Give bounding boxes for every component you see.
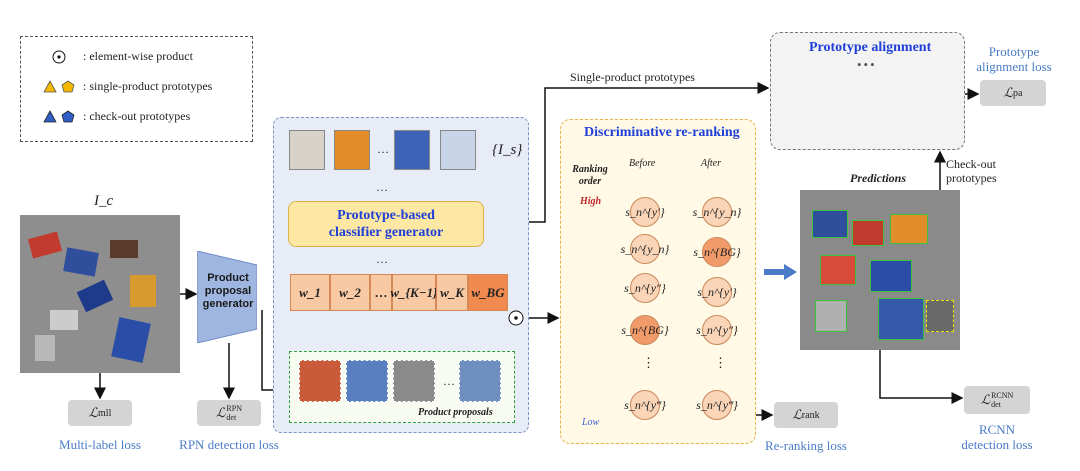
loss-rcnn-sup: RCNN	[991, 391, 1014, 400]
before-node-4: s_n^{BG}	[621, 315, 669, 345]
loss-rpn: ℒ RPN det	[197, 400, 261, 426]
checkout-label-line1: Check-out	[946, 157, 996, 171]
alignment-title: Prototype alignment	[809, 40, 932, 55]
before-node-3: s_n^{y″}	[624, 273, 666, 303]
predictions-label: Predictions	[850, 171, 906, 185]
before-node-2: s_n^{y_n}	[621, 234, 669, 264]
proposal-thumb-3	[393, 360, 435, 402]
after-label: After	[701, 158, 721, 169]
legend-single-label: : single-product prototypes	[83, 79, 213, 93]
loss-rank-sub: rank	[801, 409, 820, 421]
after-node-6: s_n^{y‴}	[696, 390, 738, 420]
proposals-ellipsis: …	[443, 374, 455, 388]
legend-row-checkout: : check-out prototypes	[35, 109, 190, 124]
classifier-line1: Prototype-based	[337, 208, 435, 223]
loss-pa-caption: Prototype alignment loss	[966, 44, 1062, 74]
before-node-1: s_n^{y′}	[625, 197, 665, 227]
before-node-ellipsis: ⋮	[642, 355, 655, 370]
input-checkout-image	[20, 215, 180, 373]
loss-pa-sub: pa	[1012, 87, 1023, 99]
single-product-label: Single-product prototypes	[570, 70, 695, 84]
after-node-ellipsis: ⋮	[714, 355, 727, 370]
weights-top-ellipsis: …	[376, 252, 388, 266]
proposal-generator-shape	[197, 251, 257, 343]
input-image-label: I_c	[94, 193, 114, 209]
weight-2: w_2	[330, 274, 370, 311]
generator-line1: Product	[207, 272, 249, 284]
after-node-2: s_n^{BG}	[693, 237, 741, 267]
loss-rpn-symbol: ℒ	[216, 405, 226, 420]
checkout-prototypes-label: Check-out prototypes	[946, 157, 997, 185]
checkout-label-line2: prototypes	[946, 171, 997, 185]
single-product-thumb-2	[334, 130, 370, 170]
weight-1: w_1	[290, 274, 330, 311]
weight-k-minus-1: w_{K−1}	[390, 274, 438, 311]
loss-rcnn: ℒ RCNN det	[964, 386, 1030, 414]
ranking-order-line2: order	[578, 176, 602, 187]
classifier-generator: Prototype-based classifier generator	[288, 201, 484, 247]
loss-pa-caption-line2: alignment loss	[976, 59, 1052, 74]
generator-line3: generator	[202, 298, 254, 310]
legend-checkout-label: : check-out prototypes	[83, 109, 191, 123]
predictions-image	[800, 190, 960, 350]
arrows-ellipsis: …	[376, 180, 388, 194]
classifier-line2: classifier generator	[328, 225, 444, 240]
ranking-low-label: Low	[582, 417, 600, 428]
generator-line2: proposal	[204, 285, 252, 297]
legend-row-elementwise: : element-wise product	[35, 49, 193, 64]
prototype-alignment-box: Prototype alignment •••	[770, 32, 965, 150]
legend-elementwise-label: : element-wise product	[83, 49, 193, 63]
set-label: {I_s}	[492, 142, 523, 158]
ranking-order-label: Ranking order	[569, 164, 611, 188]
loss-rcnn-caption-line1: RCNN	[978, 422, 1016, 437]
loss-rank-symbol: ℒ	[792, 407, 802, 422]
elementwise-product-node	[508, 310, 524, 326]
loss-rcnn-symbol: ℒ	[980, 392, 991, 407]
loss-rank-caption: Re-ranking loss	[765, 438, 847, 453]
proposals-label: Product proposals	[418, 407, 493, 418]
legend-row-single: : single-product prototypes	[35, 79, 212, 94]
ranking-order-line1: Ranking	[572, 164, 608, 175]
loss-rcnn-caption-line2: detection loss	[961, 437, 1033, 452]
loss-pa-caption-line1: Prototype	[988, 44, 1040, 59]
single-product-thumb-3	[394, 130, 430, 170]
checkout-prototype-icons	[35, 110, 83, 123]
single-prototype-icons	[35, 80, 83, 93]
weight-ellipsis: …	[370, 274, 392, 311]
loss-mll-caption: Multi-label loss	[59, 437, 141, 452]
product-proposals-box: … Product proposals	[289, 351, 515, 423]
after-node-4: s_n^{y″}	[696, 315, 738, 345]
after-node-3: s_n^{y′}	[697, 277, 737, 307]
legend: : element-wise product : single-product …	[20, 36, 253, 142]
ranking-high-label: High	[580, 196, 602, 207]
loss-rpn-sub: det	[226, 413, 237, 422]
loss-mll-sub: mll	[98, 407, 112, 419]
single-product-thumb-4	[440, 130, 476, 170]
elementwise-icon	[35, 50, 83, 64]
after-node-1: s_n^{y_n}	[693, 197, 741, 227]
weight-k: w_K	[436, 274, 468, 311]
proposal-thumb-4	[459, 360, 501, 402]
proposal-generator-label: Product proposal generator	[201, 272, 255, 311]
single-product-thumb-1	[289, 130, 325, 170]
proposal-thumb-1	[299, 360, 341, 402]
loss-mll-symbol: ℒ	[88, 405, 99, 420]
loss-rcnn-sub: det	[991, 400, 1001, 409]
loss-pa-symbol: ℒ	[1003, 85, 1013, 100]
rerank-title: Discriminative re-ranking	[584, 125, 740, 140]
arrow-predictions-to-rcnn	[879, 350, 964, 404]
proposal-thumb-2	[346, 360, 388, 402]
thumbs-ellipsis: …	[377, 142, 389, 156]
alignment-dots: •••	[857, 57, 877, 72]
loss-rpn-sup: RPN	[226, 404, 242, 413]
loss-rpn-caption: RPN detection loss	[179, 437, 279, 452]
weight-background: w_BG	[468, 274, 508, 311]
before-node-6: s_n^{y‴}	[624, 390, 666, 420]
loss-rcnn-caption: RCNN detection loss	[952, 422, 1042, 452]
before-label: Before	[629, 158, 656, 169]
